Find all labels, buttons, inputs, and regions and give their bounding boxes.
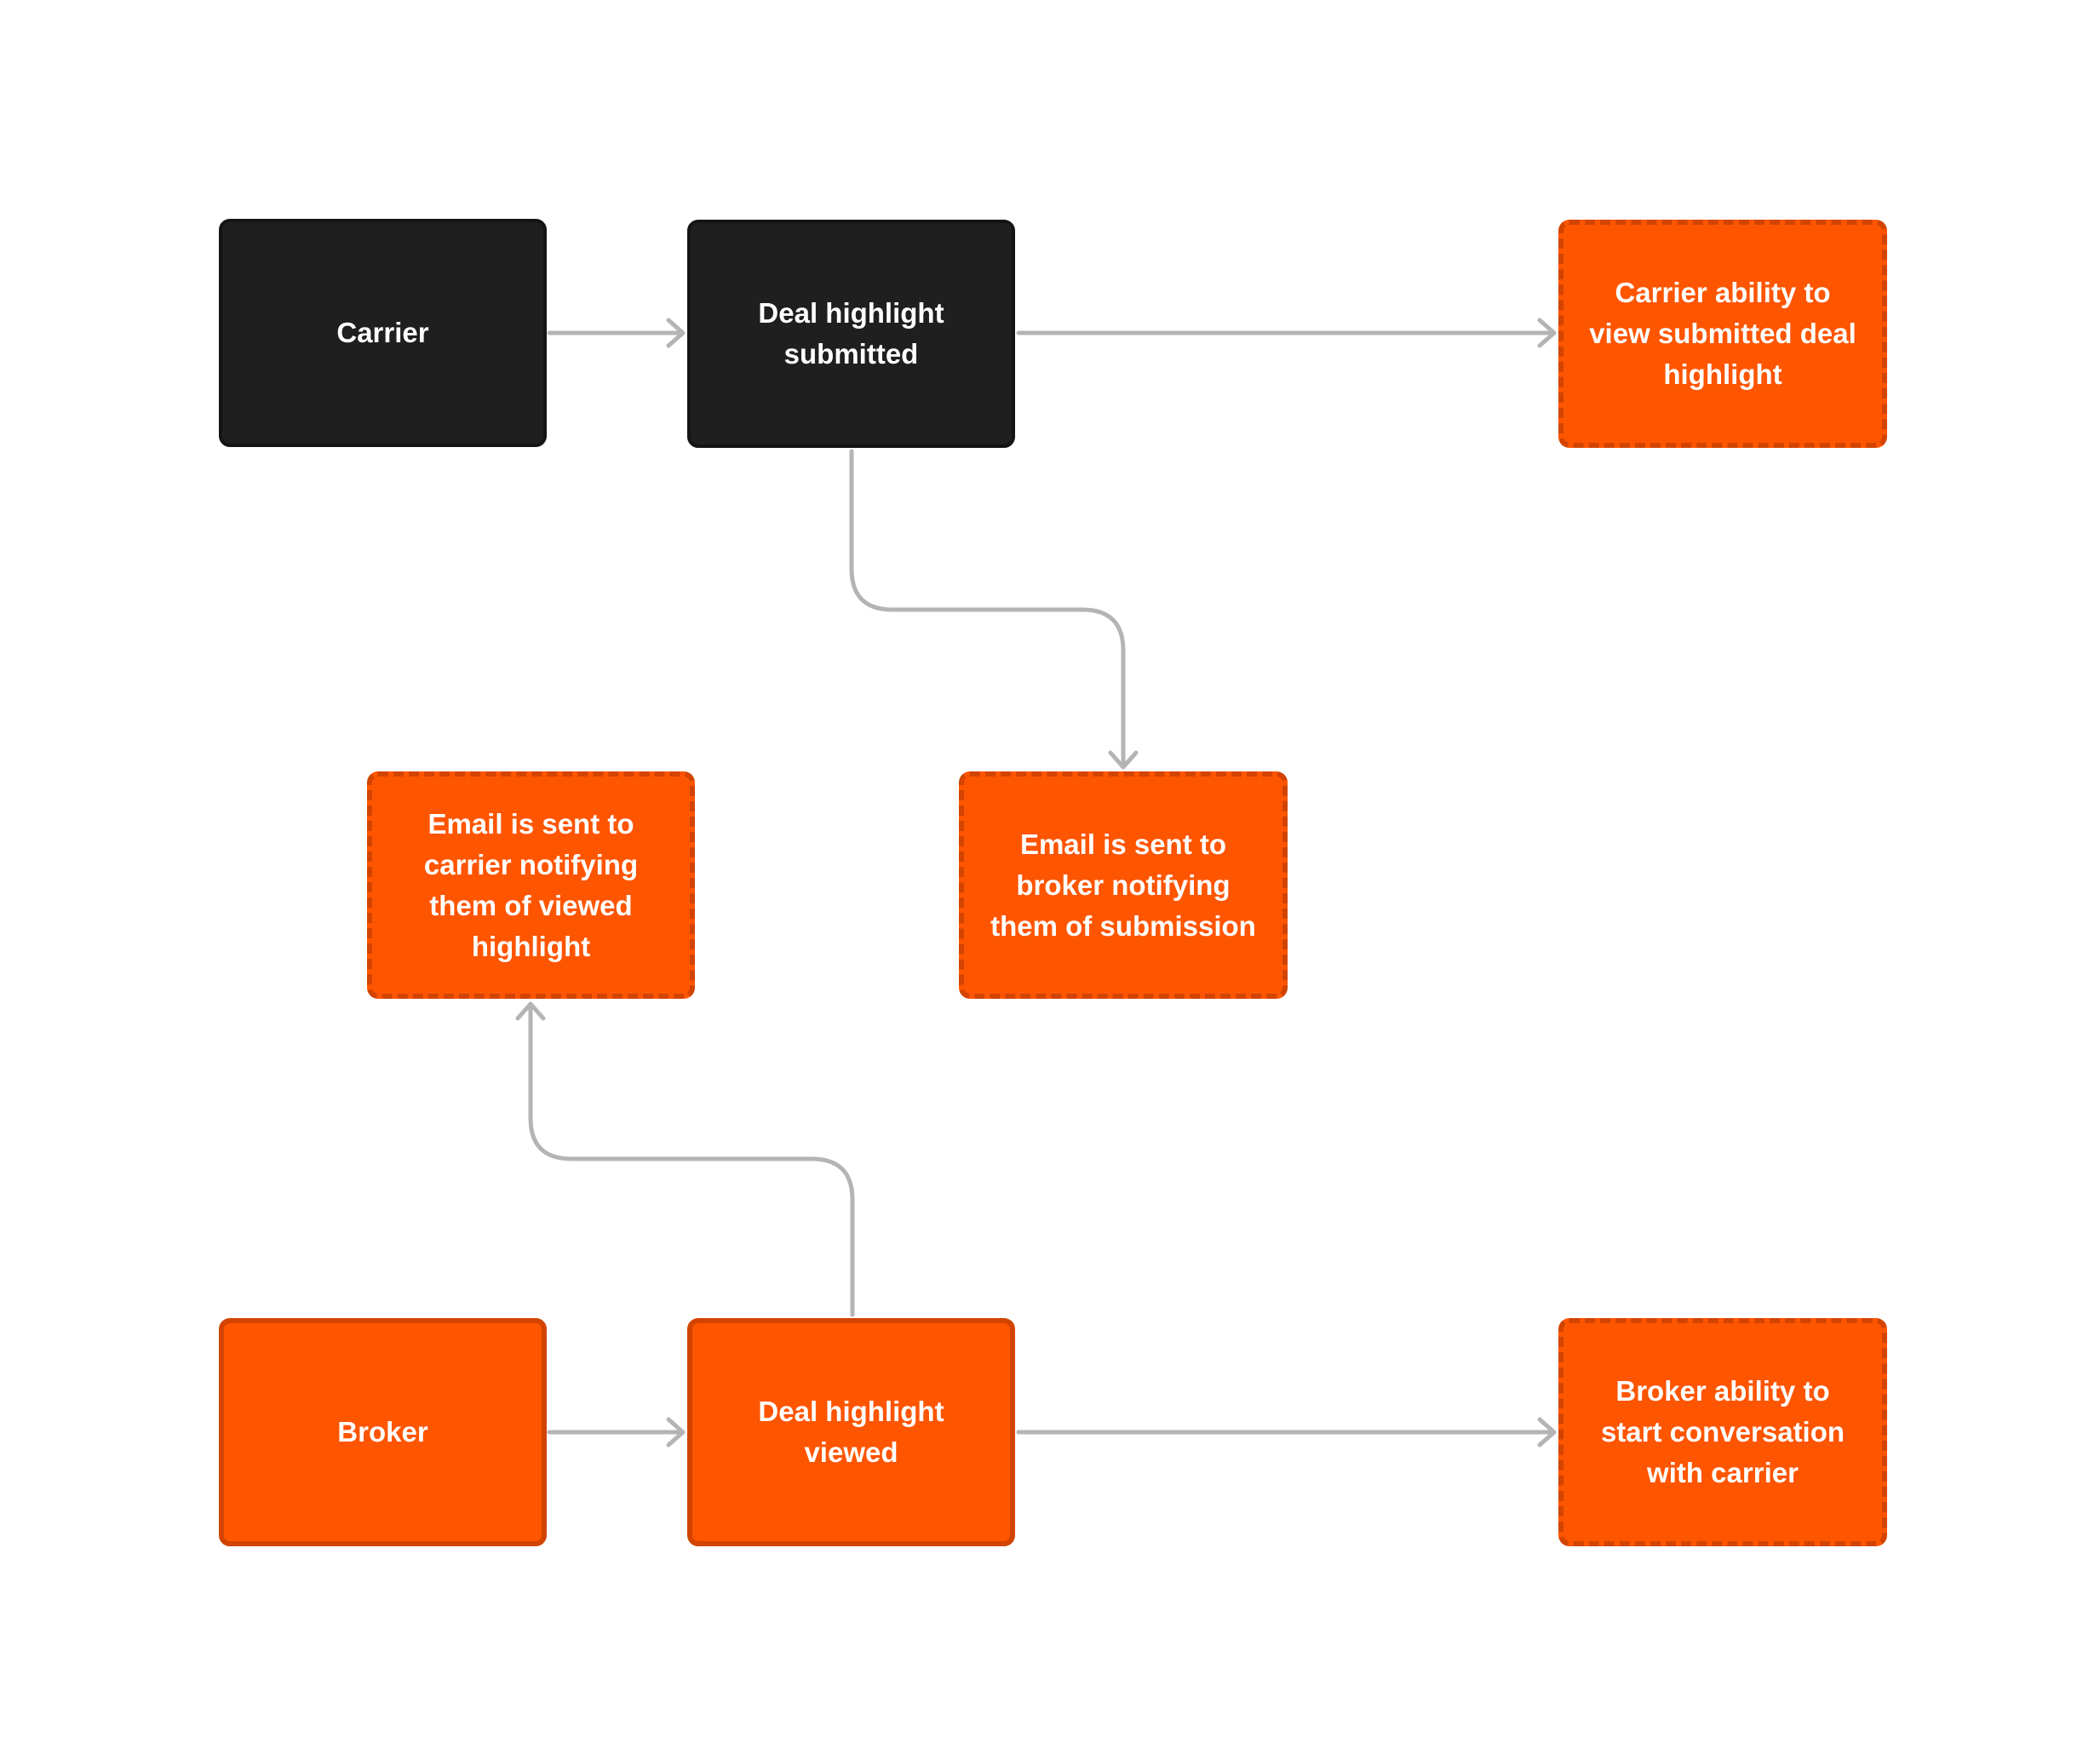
node-carrier[interactable]: Carrier [219,219,547,447]
node-email-to-carrier[interactable]: Email is sent to carrier notifying them … [367,771,695,999]
node-broker-start-conversation-label: Broker ability to start conversation wit… [1600,1375,1845,1488]
arrowhead-submitted-to-email-broker [1108,750,1139,770]
node-carrier-view-submitted[interactable]: Carrier ability to view submitted deal h… [1558,220,1887,448]
arrowhead-viewed-to-broker-start [1537,1417,1557,1448]
node-deal-highlight-submitted[interactable]: Deal highlight submitted [687,220,1015,448]
arrowhead-broker-to-viewed [666,1417,686,1448]
edge-submitted-to-email-broker [849,449,1126,769]
node-email-to-carrier-label: Email is sent to carrier notifying them … [423,807,639,962]
arrowhead-carrier-to-submitted [666,318,686,348]
arrowhead-submitted-to-carrier-view [1537,318,1557,348]
node-carrier-label: Carrier [336,317,429,348]
node-email-to-broker[interactable]: Email is sent to broker notifying them o… [959,771,1288,999]
node-broker-start-conversation[interactable]: Broker ability to start conversation wit… [1558,1318,1887,1546]
node-broker[interactable]: Broker [219,1318,547,1546]
node-carrier-view-submitted-label: Carrier ability to view submitted deal h… [1589,277,1856,390]
node-deal-highlight-viewed-label: Deal highlight viewed [758,1396,944,1468]
node-deal-highlight-viewed[interactable]: Deal highlight viewed [687,1318,1015,1546]
node-email-to-broker-label: Email is sent to broker notifying them o… [990,828,1256,942]
node-deal-highlight-submitted-label: Deal highlight submitted [758,297,944,370]
arrowhead-viewed-to-email-carrier [515,1001,546,1021]
edge-viewed-to-email-carrier [528,1002,855,1317]
node-broker-label: Broker [337,1416,428,1448]
